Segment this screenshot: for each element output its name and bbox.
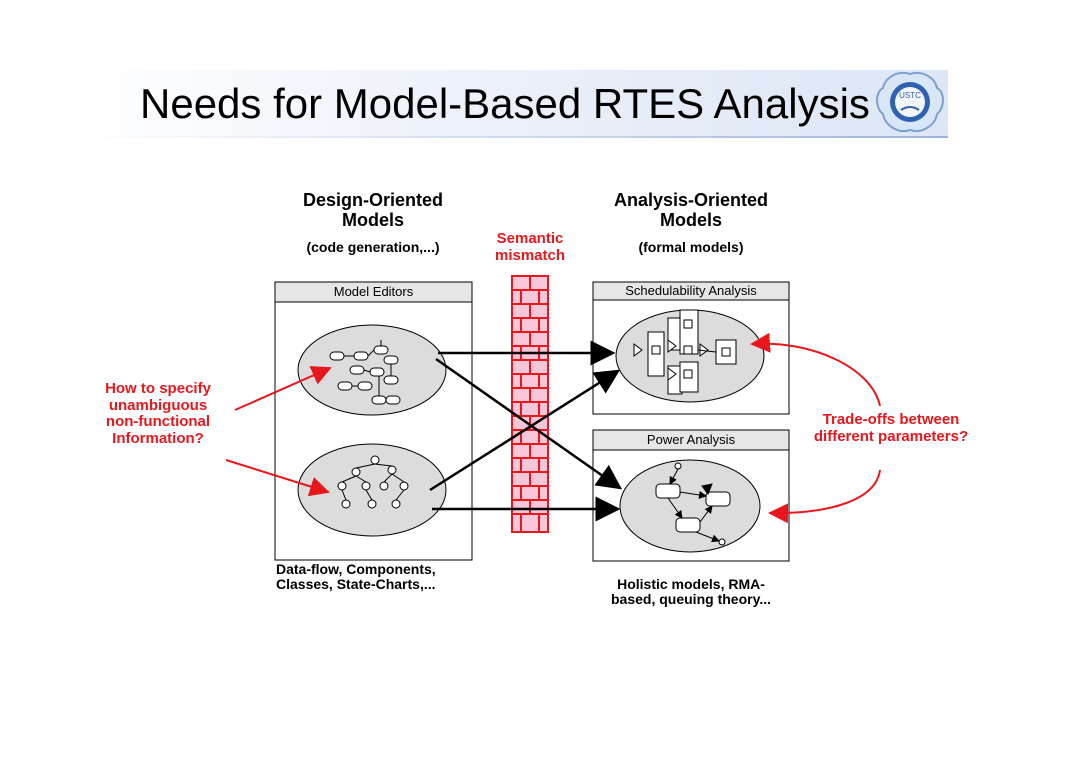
analysis-caption: Holistic models, RMA- based, queuing the…	[584, 576, 798, 608]
design-heading-line1: Design-Oriented	[302, 190, 444, 210]
brick-wall	[511, 275, 549, 533]
mismatch-line1: Semantic	[496, 230, 564, 247]
annotation-arrows	[225, 332, 881, 524]
left-arrow-bottom	[225, 459, 330, 497]
mismatch-line2: mismatch	[494, 246, 566, 264]
analysis-caption-line2: based, queuing theory...	[611, 591, 771, 608]
design-caption-line1: Data-flow, Components,	[276, 561, 436, 577]
logo-text: USTC	[899, 91, 921, 100]
left-annotation-line1: How to specify	[105, 380, 211, 397]
design-heading: Design-Oriented Models	[266, 190, 480, 231]
left-annotation-line3: non-functional	[105, 413, 211, 430]
nonfunctional-question: How to specify unambiguous non-functiona…	[78, 380, 238, 447]
class-diagram-sketch	[329, 340, 401, 405]
tradeoffs-question: Trade-offs between different parameters?	[784, 411, 998, 445]
left-arrow-top	[234, 366, 332, 411]
tree-diagram-sketch	[337, 455, 409, 509]
design-ellipse-bottom	[297, 443, 447, 537]
model-editors-title: Model Editors	[333, 284, 414, 299]
right-annotation-line2: different parameters?	[813, 427, 969, 445]
right-annotation-line1: Trade-offs between	[822, 411, 960, 428]
analysis-heading: Analysis-Oriented Models	[584, 190, 798, 231]
schedulability-title: Schedulability Analysis	[625, 283, 757, 298]
mapping-arrows	[429, 340, 623, 522]
analysis-caption-line1: Holistic models, RMA-	[617, 576, 765, 592]
arrow-bottom-to-sched	[429, 369, 621, 492]
left-annotation-line4: Information?	[112, 429, 204, 447]
power-ellipse	[619, 459, 761, 553]
ustc-logo: USTC	[876, 72, 944, 132]
design-heading-line2: Models	[341, 209, 404, 230]
right-curve-bottom	[768, 469, 881, 524]
slide-title: Needs for Model-Based RTES Analysis	[140, 80, 870, 127]
title-band	[78, 70, 948, 138]
design-caption: Data-flow, Components, Classes, State-Ch…	[276, 561, 436, 593]
analysis-heading-line2: Models	[659, 209, 722, 230]
design-caption-line2: Classes, State-Charts,...	[276, 576, 436, 593]
power-analysis-title: Power Analysis	[646, 432, 736, 447]
left-annotation-line2: unambiguous	[108, 396, 208, 414]
analysis-heading-line1: Analysis-Oriented	[613, 190, 769, 210]
arrow-top-to-power	[435, 357, 623, 490]
semantic-mismatch-label: Semantic mismatch	[480, 230, 580, 264]
state-chart-sketch	[655, 462, 731, 546]
analysis-subheading: (formal models)	[638, 239, 744, 255]
design-subheading: (code generation,...)	[306, 239, 440, 255]
right-curve-top	[750, 332, 881, 407]
schedulability-sketch	[633, 309, 737, 395]
